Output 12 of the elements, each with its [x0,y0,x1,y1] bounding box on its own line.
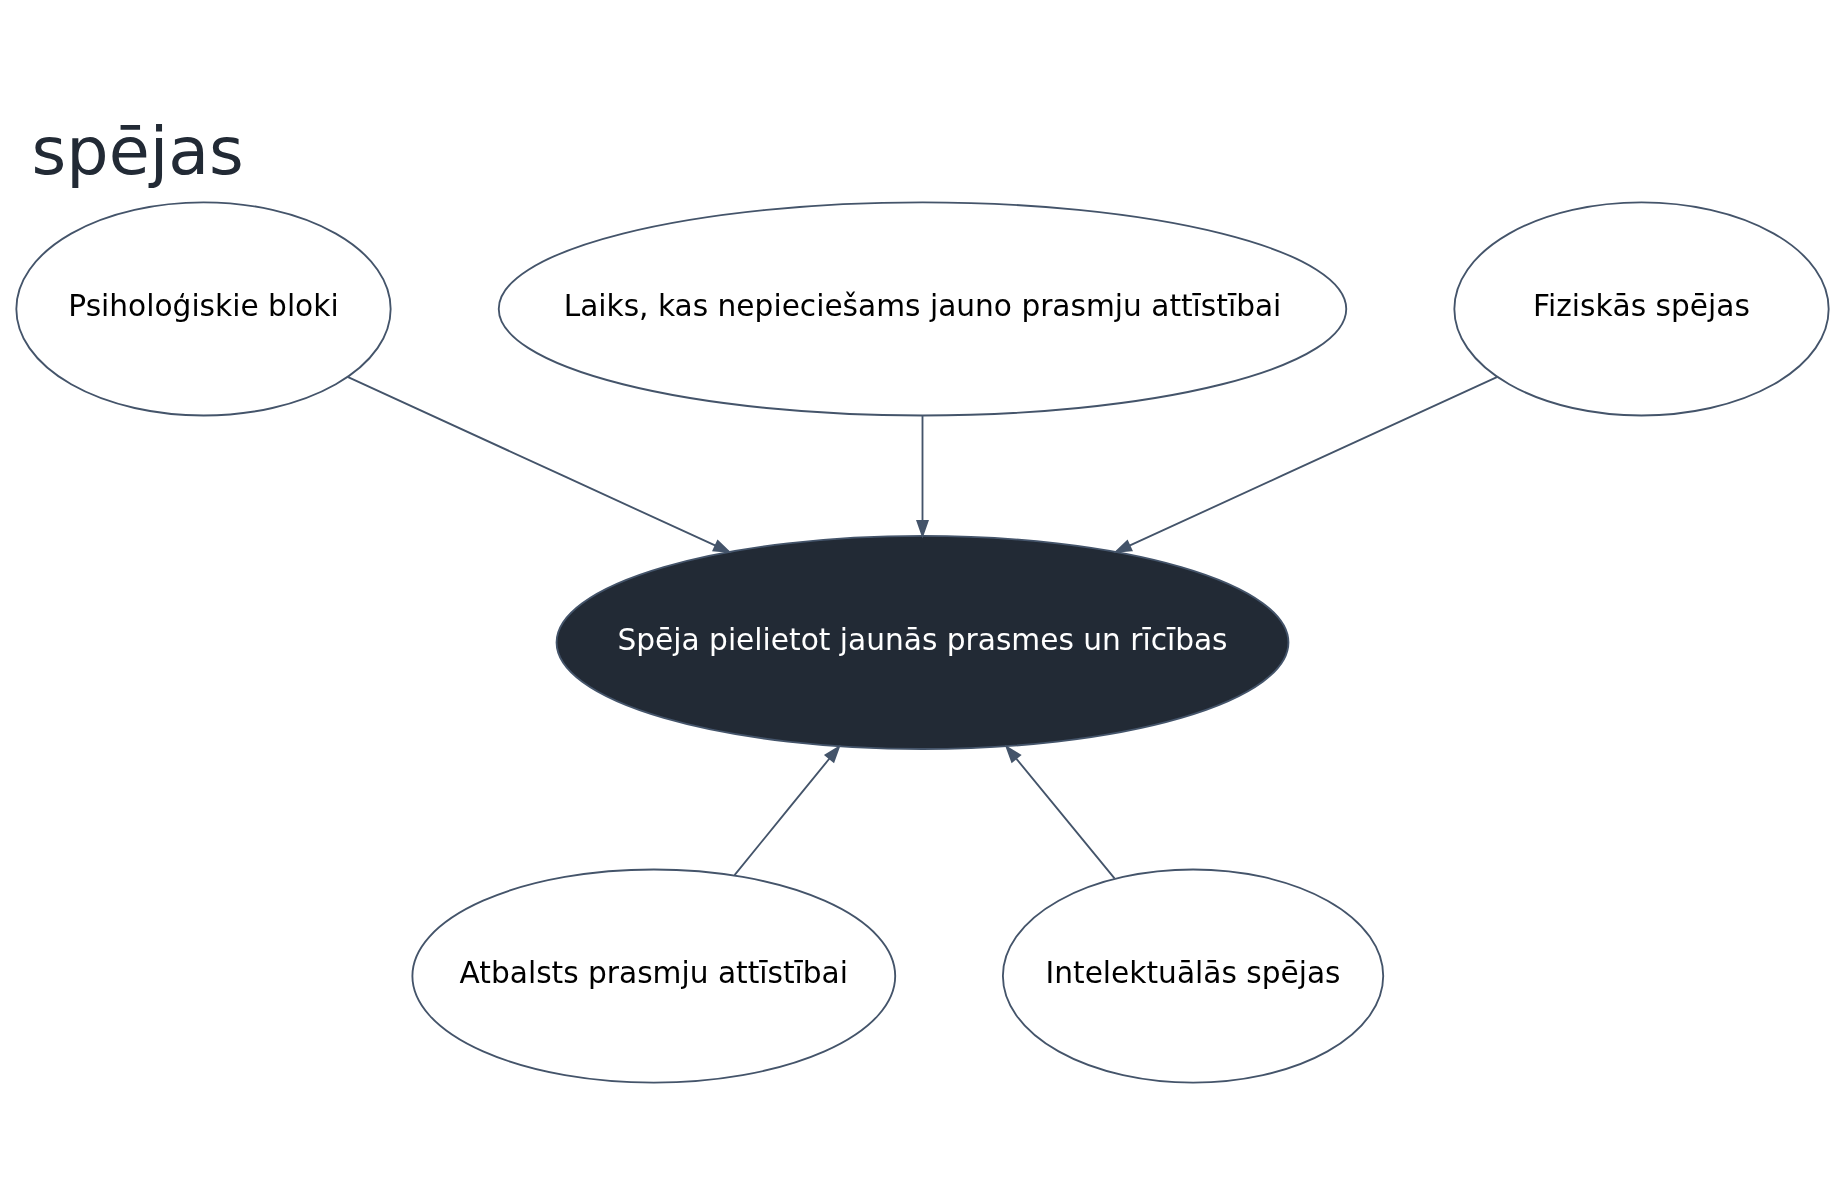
node-ellipse: Intelektuālās spējas [1001,868,1385,1084]
node-ellipse: Atbalsts prasmju attīstībai [411,868,897,1084]
arrow [916,415,929,539]
node-ellipse: Laiks, kas nepieciešams jauno prasmju attīstībai [497,201,1348,417]
node-ellipse: Fiziskās spējas [1453,201,1830,417]
node-ellipse: Spēja pielietot jaunās prasmes un rīcības [555,535,1290,750]
arrow [347,376,732,554]
node-ellipse: Psiholoģiskie bloki [15,201,392,417]
arrow [1113,376,1498,554]
arrow [1004,744,1116,880]
arrow [733,744,841,876]
diagram-title: spējas [31,112,244,191]
